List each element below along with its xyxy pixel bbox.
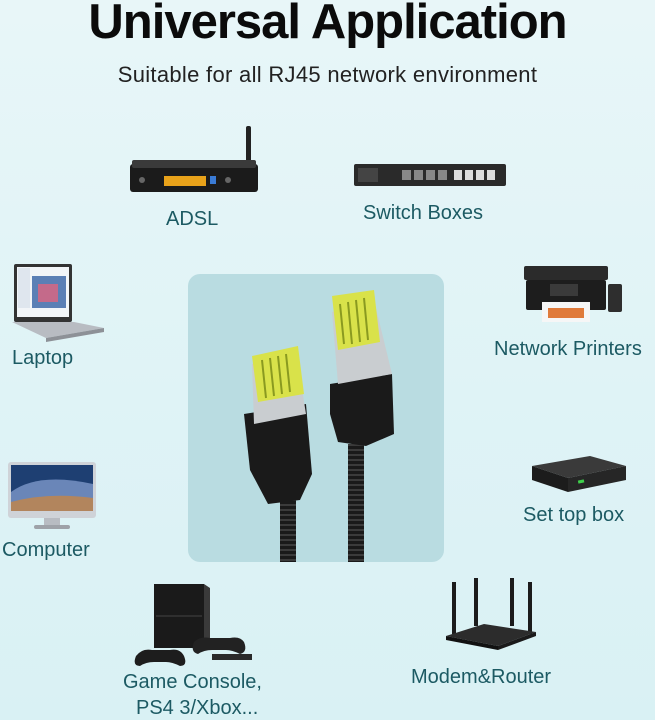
router-icon [446,578,536,650]
network-printer-icon [524,266,622,322]
game-console-label-line2: PS4 3/Xbox... [136,697,259,719]
laptop-label: Laptop [12,347,74,369]
page-title: Universal Application [88,0,567,49]
network-printers-label: Network Printers [494,338,642,360]
set-top-box-label: Set top box [523,504,625,526]
computer-label: Computer [2,539,90,561]
set-top-box-icon [532,456,626,492]
laptop-icon [12,264,104,342]
game-console-label-line1: Game Console, [123,671,262,693]
modem-router-label: Modem&Router [411,666,552,688]
rj45-cable-icon [244,290,394,562]
cable-product-panel [188,274,444,562]
adsl-label: ADSL [166,208,219,230]
page-subtitle: Suitable for all RJ45 network environmen… [117,62,538,87]
switch-box-icon [354,164,506,186]
adsl-modem-icon [130,126,258,192]
switch-boxes-label: Switch Boxes [363,202,484,224]
computer-monitor-icon [8,462,96,529]
game-console-icon [134,584,252,666]
